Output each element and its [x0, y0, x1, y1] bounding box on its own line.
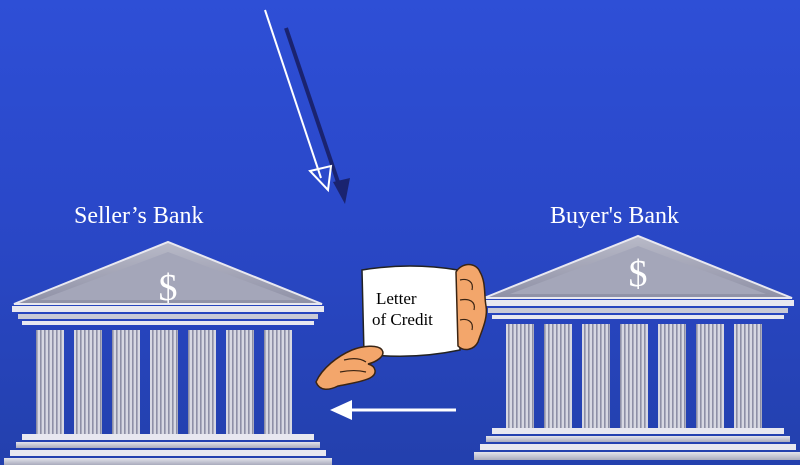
holding-hand-icon	[456, 265, 486, 350]
buyer-bank-dollar-icon: $	[629, 253, 648, 295]
seller-bank-label: Seller’s Bank	[74, 203, 204, 230]
letter-of-credit-label: Letter of Credit	[376, 288, 433, 330]
letter-line-1: Letter	[376, 288, 433, 309]
seller-bank-dollar-icon: $	[159, 267, 178, 309]
buyer-bank-label: Buyer's Bank	[550, 203, 679, 230]
transfer-arrow-icon	[330, 400, 456, 420]
incoming-arrow-icon	[265, 10, 350, 204]
letter-line-2: of Credit	[372, 309, 433, 330]
receiving-hand-icon	[316, 346, 383, 389]
